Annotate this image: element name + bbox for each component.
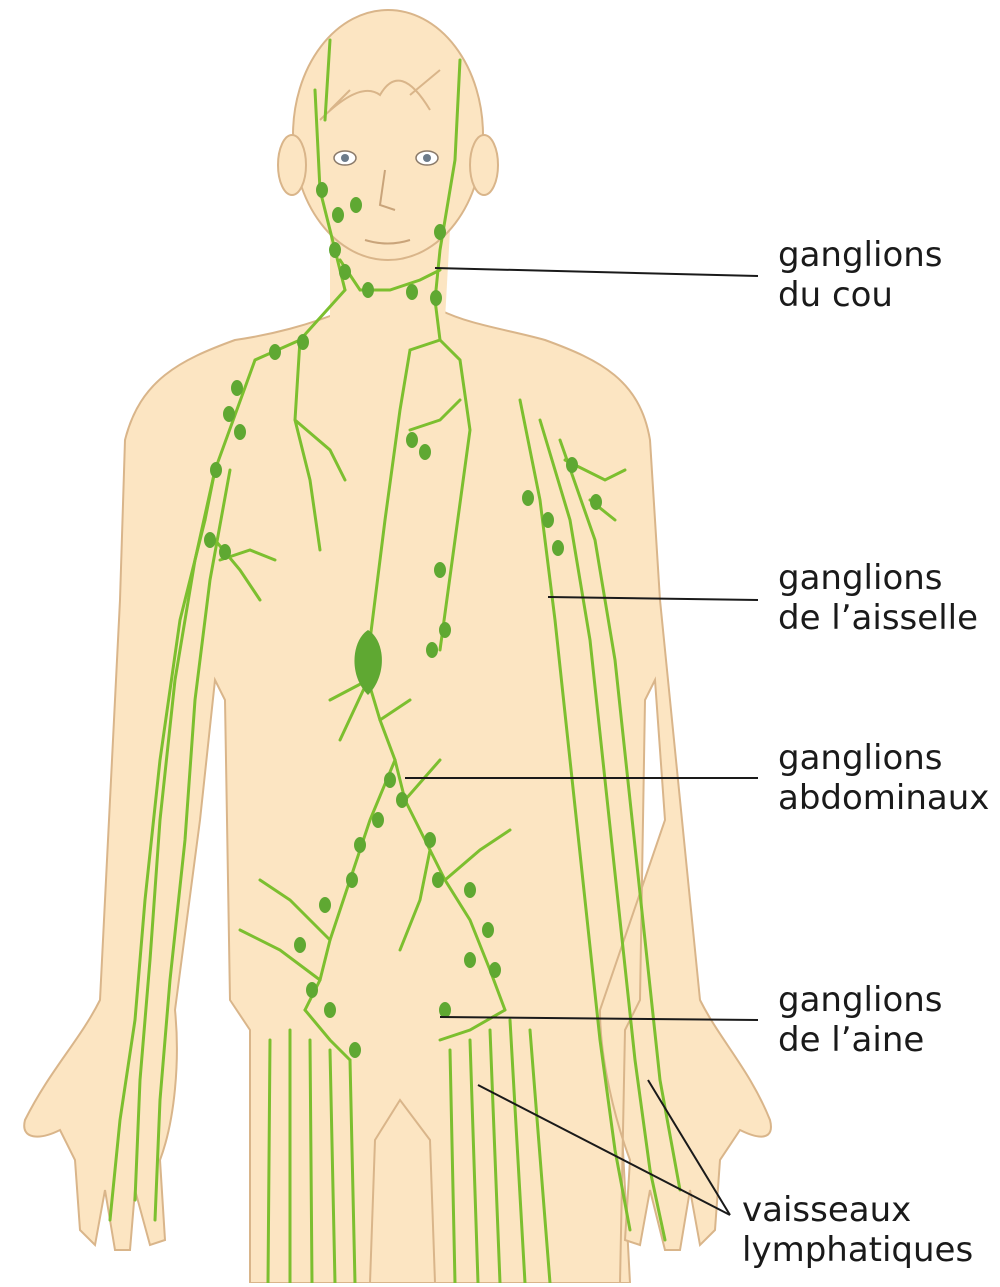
- right-ear: [470, 135, 498, 195]
- label-groin-nodes: ganglions de l’aine: [778, 980, 943, 1060]
- body-silhouette: [24, 10, 771, 1283]
- label-groin-line2: de l’aine: [778, 1020, 943, 1060]
- label-armpit-line2: de l’aisselle: [778, 598, 978, 638]
- label-abdomen-line2: abdominaux: [778, 778, 989, 818]
- label-armpit-nodes: ganglions de l’aisselle: [778, 558, 978, 638]
- leader-neck: [435, 268, 758, 276]
- label-neck-nodes: ganglions du cou: [778, 235, 943, 315]
- label-abdomen-line1: ganglions: [778, 738, 989, 778]
- label-abdominal-nodes: ganglions abdominaux: [778, 738, 989, 818]
- label-neck-line2: du cou: [778, 275, 943, 315]
- label-groin-line1: ganglions: [778, 980, 943, 1020]
- head: [293, 10, 483, 260]
- label-lymphatic-vessels: vaisseaux lymphatiques: [742, 1190, 973, 1270]
- label-armpit-line1: ganglions: [778, 558, 978, 598]
- left-ear: [278, 135, 306, 195]
- label-neck-line1: ganglions: [778, 235, 943, 275]
- label-vessels-line1: vaisseaux: [742, 1190, 973, 1230]
- label-vessels-line2: lymphatiques: [742, 1230, 973, 1270]
